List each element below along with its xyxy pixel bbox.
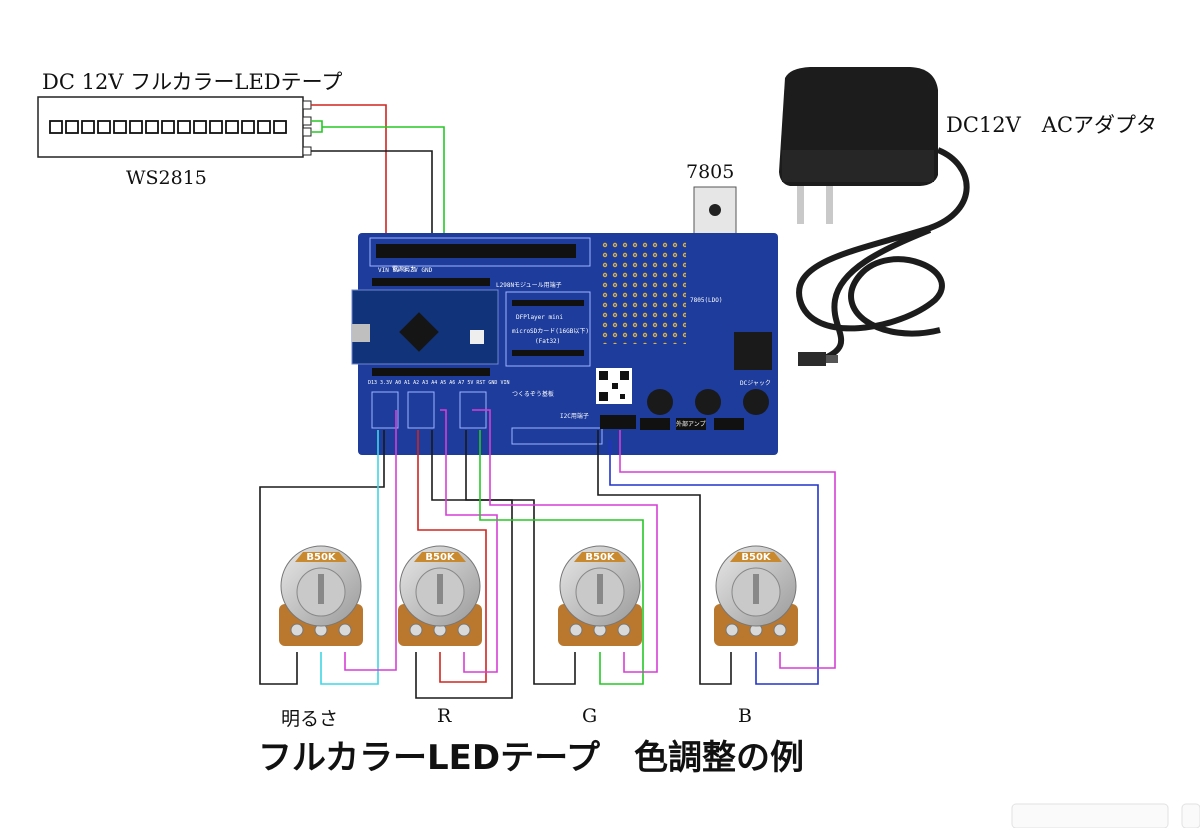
footer-title: フルカラーLEDテープ 色調整の例 bbox=[258, 738, 805, 778]
pot-b: B50K bbox=[714, 545, 798, 646]
dfplayer-module bbox=[505, 291, 591, 367]
adapter-label: DC12V ACアダプタ bbox=[946, 113, 1158, 137]
board-dfplayer-label: DFPlayer mini bbox=[516, 314, 563, 321]
pot-label-r: R bbox=[437, 705, 452, 727]
led-chip-label: WS2815 bbox=[126, 167, 207, 189]
led-chip-row bbox=[49, 120, 287, 134]
board-top-labels: VIN 5V 3.3V GND bbox=[378, 267, 433, 274]
pot-r: B50K bbox=[398, 545, 482, 646]
board-dcjack-label: DCジャック bbox=[740, 380, 771, 387]
board-i2c-label: I2C用端子 bbox=[560, 412, 589, 420]
board-fat32-label: (Fat32) bbox=[535, 338, 560, 345]
pot-label-brightness: 明るさ bbox=[281, 708, 339, 730]
board-sdcard-label: microSDカード(16GB以下) bbox=[512, 328, 589, 335]
board-regulator-label: 7805(LDO) bbox=[690, 297, 723, 304]
pot-value-label: B50K bbox=[741, 552, 772, 563]
board-power-out-label: 電源出力 bbox=[392, 265, 416, 273]
regulator-label: 7805 bbox=[686, 161, 735, 183]
pin-header-top bbox=[372, 244, 576, 376]
pot-label-b: B bbox=[738, 705, 752, 727]
arduino-nano bbox=[351, 289, 499, 365]
board-nano-pins: D13 3.3V A0 A1 A2 A3 A4 A5 A6 A7 5V RST … bbox=[368, 380, 509, 386]
capacitors bbox=[647, 389, 769, 415]
pot-headers bbox=[371, 391, 744, 445]
board-l298n-label: L298Nモジュール用端子 bbox=[496, 281, 562, 289]
pot-value-label: B50K bbox=[585, 552, 616, 563]
pot-g: B50K bbox=[558, 545, 642, 646]
dc-jack bbox=[734, 332, 772, 370]
led-tape-title: DC 12V フルカラーLEDテープ bbox=[42, 70, 343, 94]
pot-value-label: B50K bbox=[306, 552, 337, 563]
ac-adapter bbox=[779, 67, 970, 366]
pot-value-label: B50K bbox=[425, 552, 456, 563]
pot-brightness: B50K bbox=[279, 545, 363, 646]
qr-code bbox=[596, 368, 632, 404]
control-board: VIN 5V 3.3V GND 電源出力 L298Nモジュール用端子 DFPla… bbox=[351, 233, 778, 455]
led-tape bbox=[37, 96, 312, 158]
pot-wires bbox=[259, 409, 836, 699]
pot-label-g: G bbox=[582, 705, 598, 727]
board-shop-label: つくるぞう基板 bbox=[512, 390, 554, 398]
board-speaker-label: 外部アンプ bbox=[676, 420, 706, 428]
corner-card-2 bbox=[1181, 803, 1200, 828]
corner-card bbox=[1011, 803, 1169, 828]
potentiometers: B50K B50K B50K bbox=[279, 545, 798, 646]
